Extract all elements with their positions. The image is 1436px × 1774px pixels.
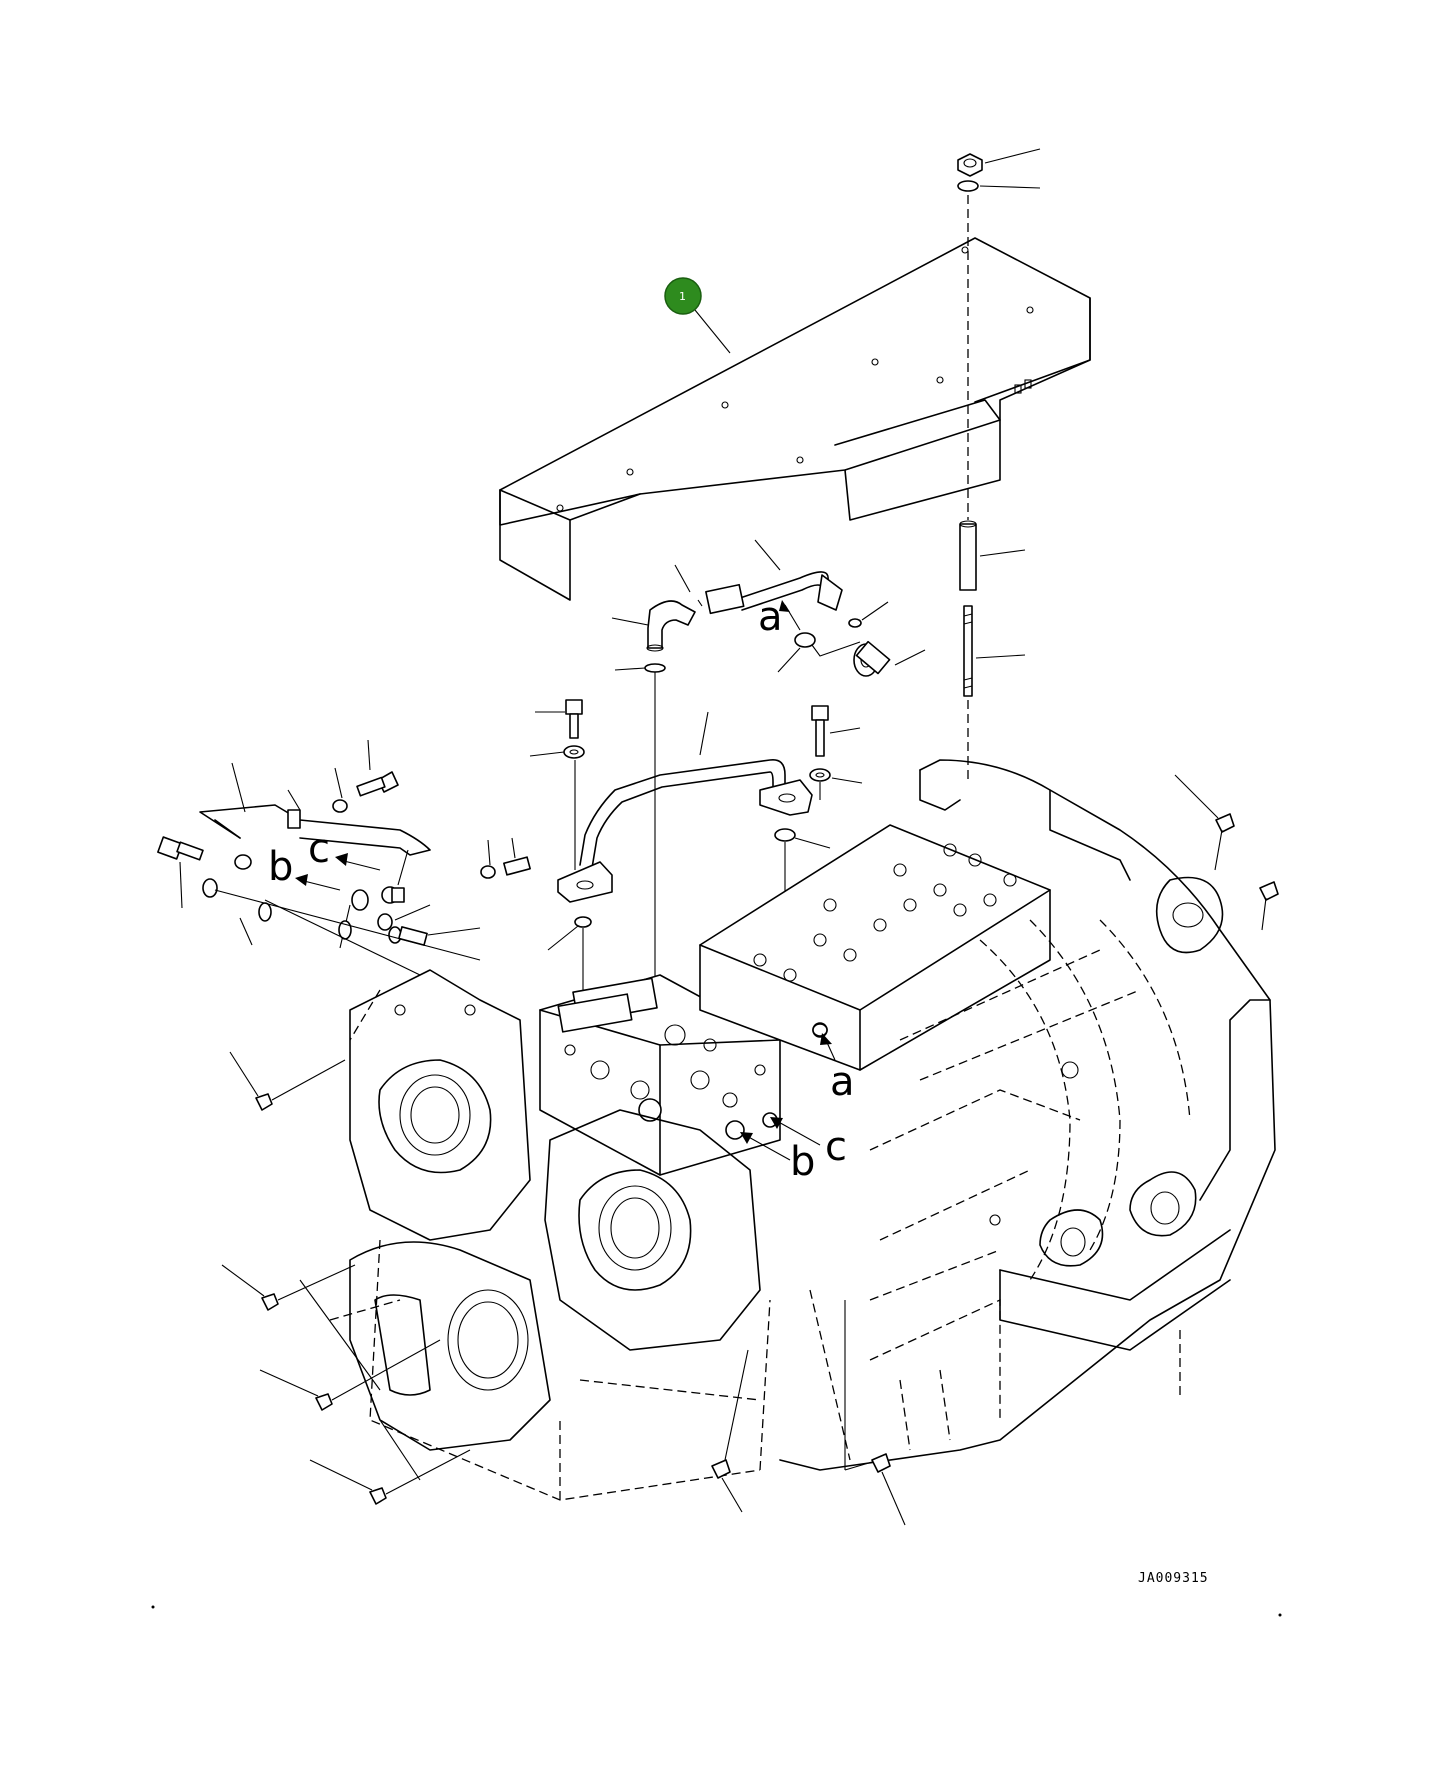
nut-top[interactable] [957, 148, 1041, 177]
spacer-tube[interactable] [959, 520, 1026, 591]
ref-arrow-a-top [779, 600, 801, 631]
bolt-banjo-right[interactable] [388, 926, 481, 946]
bolt-pipe-right[interactable] [811, 705, 861, 757]
o-ring-pipe-right[interactable] [774, 828, 831, 849]
o-ring-small[interactable] [848, 601, 889, 628]
callout-1-number: 1 [679, 290, 686, 303]
plug-left-4[interactable] [309, 1419, 471, 1505]
hose-assembly[interactable] [705, 539, 843, 615]
plug-bottom-center[interactable] [711, 1349, 749, 1513]
washer-b-left[interactable] [239, 902, 272, 946]
plug-left-3[interactable] [259, 1339, 441, 1411]
o-ring-pipe-left[interactable] [547, 916, 592, 951]
o-ring-elbow[interactable] [614, 663, 666, 673]
ref-label-a-bottom: a [830, 1059, 855, 1105]
control-valve-block[interactable] [539, 974, 781, 1176]
plug-right-side[interactable] [1259, 881, 1279, 931]
plug-left-2[interactable] [221, 1264, 381, 1391]
ref-arrow-b-left [295, 874, 341, 891]
ref-label-a-top: a [758, 594, 783, 640]
bolt-left-end[interactable] [157, 836, 204, 909]
ref-arrow-b-bottom [740, 1132, 791, 1161]
bolt-pipe-left[interactable] [535, 699, 583, 739]
ref-label-c-left: c [308, 826, 330, 872]
callout-1-circle [664, 277, 702, 315]
washer-banjo[interactable] [338, 904, 431, 940]
stud-bolt[interactable] [963, 605, 1026, 697]
bolt-upper-left[interactable] [356, 739, 399, 797]
bolt-mid-left[interactable] [480, 837, 531, 879]
transmission-housing [779, 759, 1276, 1471]
plug-right-upper[interactable] [1174, 774, 1235, 871]
ref-arrow-c-left [335, 853, 381, 871]
swivel-fitting[interactable] [853, 640, 926, 677]
cover-plate[interactable] [499, 237, 1091, 601]
leader-b-left [264, 899, 421, 976]
pto-housing-middle [544, 1109, 761, 1351]
washer-upper-left[interactable] [332, 767, 348, 813]
pto-housing-lower [349, 1241, 551, 1451]
elbow-fitting[interactable] [611, 564, 713, 652]
ref-label-b-left: b [268, 844, 293, 890]
plug-bottom-right[interactable] [844, 1300, 906, 1526]
ref-arrow-a-bottom [820, 1033, 836, 1061]
oil-pipe[interactable] [557, 711, 813, 903]
washer-top[interactable] [957, 180, 1041, 192]
banjo-bolt[interactable] [339, 849, 409, 949]
corner-mark-right [1278, 1613, 1282, 1617]
ref-arrow-c-bottom [770, 1117, 821, 1146]
plug-left-1[interactable] [229, 1051, 346, 1111]
corner-mark-left [151, 1605, 155, 1609]
drawing-code: JA009315 [1138, 1571, 1209, 1586]
washer-pipe-right[interactable] [809, 768, 863, 784]
pto-housing-upper [349, 969, 531, 1241]
gearcase-outline [329, 989, 851, 1501]
ref-label-c-bottom: c [825, 1124, 847, 1170]
o-ring-manifold-a[interactable] [812, 1023, 828, 1037]
o-ring-hose-a[interactable] [777, 632, 861, 673]
leader-c-left [214, 889, 481, 961]
washer-left-end[interactable] [202, 854, 252, 898]
callout-1[interactable]: 1 [664, 277, 731, 354]
washer-pipe-left[interactable] [529, 745, 585, 759]
ref-label-b-bottom: b [790, 1139, 815, 1185]
small-tube[interactable] [199, 762, 431, 856]
